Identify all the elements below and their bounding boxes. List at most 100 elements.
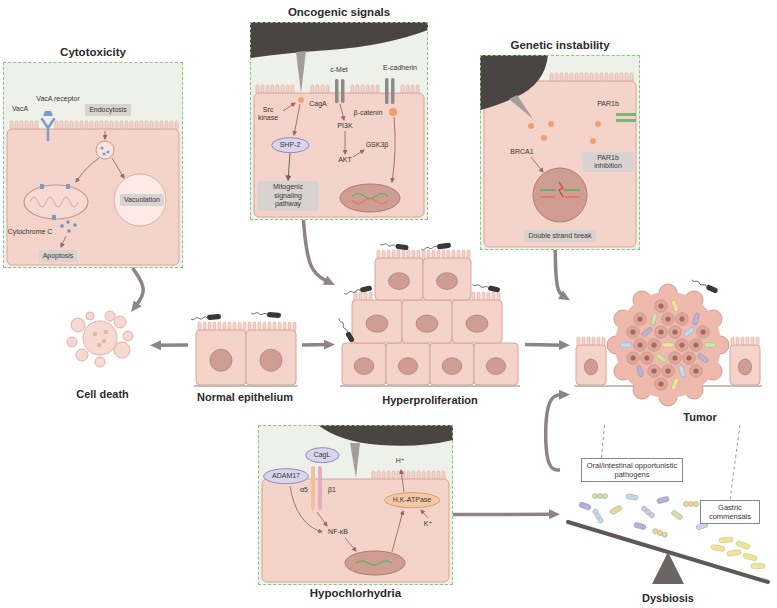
stage-label: Dysbiosis <box>642 592 694 605</box>
illustration-part <box>345 331 355 343</box>
leader-line <box>601 425 604 458</box>
bacterium <box>251 310 281 318</box>
caga-dot <box>528 123 534 129</box>
process-box: Mitogenic signaling pathway <box>257 181 319 210</box>
tumor-nucleus <box>665 316 670 321</box>
coccus-chain <box>592 493 607 498</box>
label-holder: β1 <box>328 486 336 494</box>
tumor-bacterium <box>671 300 679 313</box>
label-holder: NF-κB <box>328 528 348 536</box>
stage-group: Tumor <box>570 280 762 425</box>
ellipse-outline <box>305 447 338 462</box>
protein-ellipse: CagL <box>305 447 340 463</box>
caga-dot <box>541 135 547 141</box>
illustration-part <box>267 312 281 318</box>
bacterium-body <box>318 425 453 446</box>
tumor-nucleus <box>637 316 642 321</box>
epithelial-cell <box>375 258 423 300</box>
label-holder: E-cadherin <box>383 64 417 72</box>
coccus-chain <box>652 528 668 538</box>
receptor-symbol <box>42 119 54 140</box>
genetic-art <box>480 55 636 247</box>
tumor-nucleus <box>630 355 635 360</box>
illustration-part <box>93 332 97 336</box>
cell-nucleus <box>398 358 417 375</box>
dysbiosis-art <box>568 493 768 584</box>
tumor-cell <box>634 313 647 326</box>
caga-dot <box>590 138 596 144</box>
receptor-bar <box>335 79 339 103</box>
illustration-part <box>380 243 396 247</box>
tumor-nucleus <box>665 368 670 373</box>
commensal-rod <box>711 544 726 551</box>
adhesion-bar <box>385 78 389 104</box>
stage-group: DysbiosisOral/intestinal opportunistic p… <box>560 445 772 606</box>
seesaw-fulcrum <box>652 552 684 584</box>
tumor-cell <box>676 339 689 352</box>
pathway-arrow <box>401 470 404 492</box>
coccus-chain <box>592 508 604 524</box>
pathway-arrow <box>392 511 403 552</box>
commensal-rod <box>727 550 742 557</box>
tumor-nucleus <box>679 342 684 347</box>
panel-box: Genetic instabilityPAR1b inhibitionDoubl… <box>480 55 640 250</box>
illustration-part <box>602 493 607 498</box>
junction-bar <box>616 119 636 122</box>
illustration-part <box>592 493 597 498</box>
commensal-rod <box>719 537 733 543</box>
dna-strand <box>540 196 580 198</box>
cytotoxicity-art <box>7 111 179 265</box>
coccus-chain <box>641 505 656 519</box>
cell-nucleus <box>210 349 232 371</box>
caga-dot <box>595 121 601 127</box>
cell-nucleus <box>486 358 505 375</box>
cytochrome-dot <box>73 223 77 227</box>
rod-bacterium <box>671 510 684 521</box>
process-text: Endocytosis <box>89 106 127 114</box>
tumor-bacterium <box>636 365 644 378</box>
molecule-label: VacA receptor <box>36 95 79 103</box>
secretion-needle <box>350 443 360 478</box>
epithelial-cell <box>423 258 471 300</box>
illustration-part <box>207 314 221 320</box>
illustration-part <box>102 152 105 155</box>
pathway-arrow <box>345 131 346 154</box>
molecule-label: β1 <box>328 486 336 494</box>
label-holder: AKT <box>338 156 352 164</box>
label-holder: H⁺ <box>396 457 405 465</box>
bacterium <box>191 314 221 322</box>
illustration-part <box>683 501 688 506</box>
tumor-nucleus <box>658 303 663 308</box>
illustration-part <box>692 279 707 287</box>
tumor-nucleus <box>693 368 698 373</box>
molecule-label: Src kinase <box>256 106 280 122</box>
microvillus <box>422 250 425 259</box>
illustration-part <box>661 531 668 538</box>
pathway-arrow <box>294 104 300 135</box>
tumor-nucleus <box>679 316 684 321</box>
label-holder: PAR1b <box>597 100 619 108</box>
illustration-part <box>102 339 106 343</box>
cell-nucleus <box>345 551 405 575</box>
label-holder: K⁺ <box>424 520 432 528</box>
adhesion-bar <box>391 78 395 104</box>
flow-arrow <box>156 343 188 347</box>
process-text: Vacuolation <box>124 196 160 204</box>
label-holder: Src kinase <box>256 106 280 122</box>
mitochondrion <box>24 185 88 219</box>
tumor-cell <box>627 352 640 365</box>
coccus-chain <box>683 501 698 506</box>
apoptotic-bleb <box>95 357 105 367</box>
illustration-part <box>360 285 373 293</box>
epithelial-cell <box>352 300 402 343</box>
leader-line <box>730 425 740 500</box>
hyperproliferation-art <box>337 241 520 386</box>
illustration-part <box>480 55 640 250</box>
pathway-arrow <box>531 157 543 172</box>
tumor-bacterium <box>655 353 667 364</box>
molecule-label: VacA <box>12 105 28 113</box>
bacterium <box>337 317 355 343</box>
bacterium <box>421 242 451 251</box>
molecule-label: BRCA1 <box>510 148 533 156</box>
